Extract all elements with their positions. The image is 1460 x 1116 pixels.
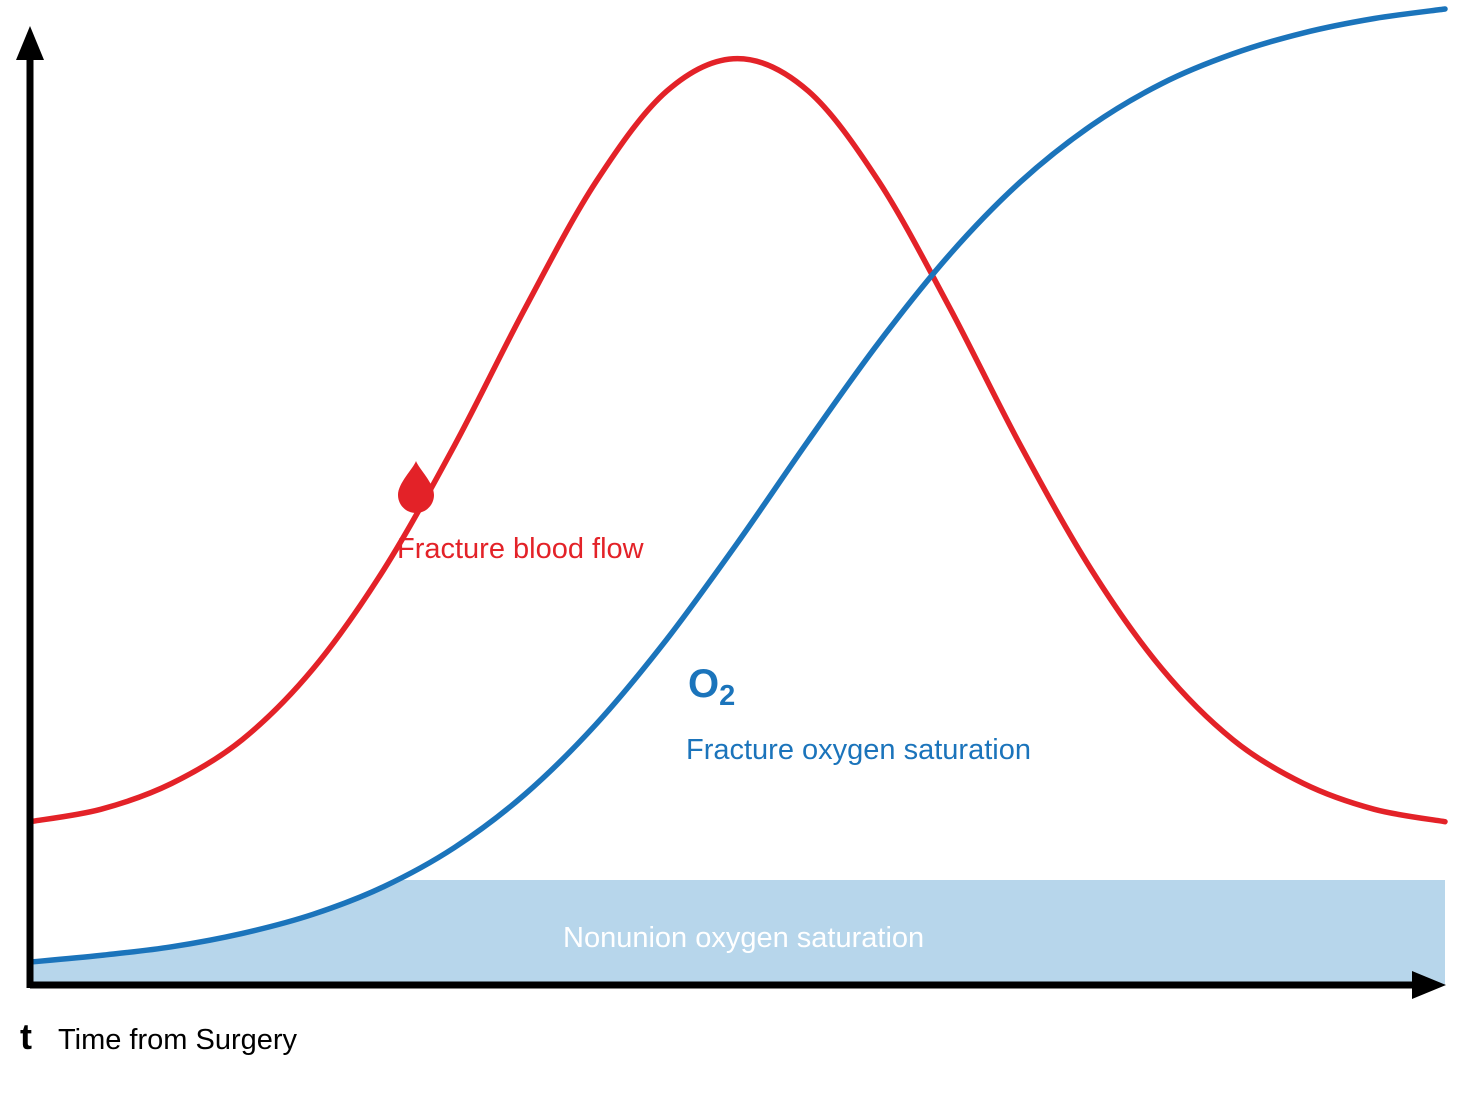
- blood-flow-curve: [27, 55, 1448, 825]
- x-axis-symbol: t: [20, 1016, 32, 1057]
- y-axis-arrowhead: [16, 26, 44, 60]
- oxygen-saturation-curve: [27, 6, 1448, 965]
- x-axis-text: Time from Surgery: [58, 1024, 298, 1056]
- nonunion-band-area: [30, 880, 1445, 985]
- oxygen-saturation-label: Fracture oxygen saturation: [686, 734, 1031, 766]
- blood-drop-icon: [398, 460, 434, 514]
- oxygen-symbol-label: O2: [688, 662, 735, 711]
- blood-flow-label: Fracture blood flow: [397, 533, 644, 565]
- x-axis-arrowhead: [1412, 971, 1446, 999]
- nonunion-band-label: Nonunion oxygen saturation: [563, 922, 925, 954]
- oxygen-symbol-subscript: 2: [719, 680, 736, 712]
- x-axis-label: t Time from Surgery: [20, 1016, 297, 1058]
- oxygen-symbol-letter: O: [688, 662, 720, 706]
